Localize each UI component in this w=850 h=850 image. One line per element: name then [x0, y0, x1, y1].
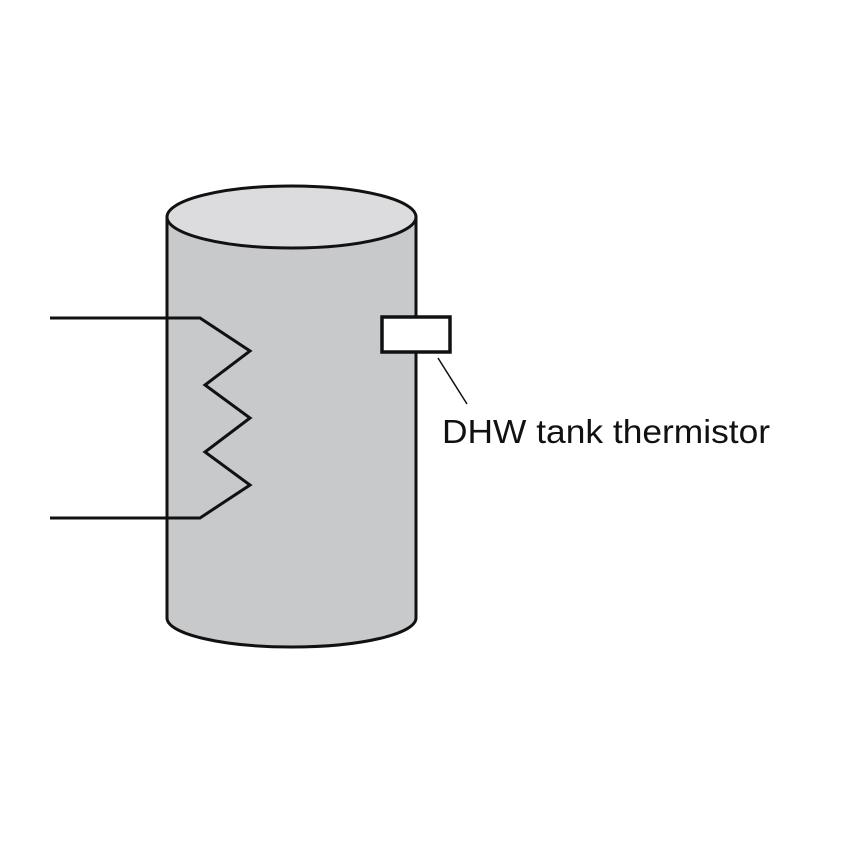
tank-top [165, 184, 418, 250]
tank-body [165, 215, 418, 649]
leader-line [437, 357, 468, 405]
heating-coil [50, 316, 253, 520]
thermistor-sensor [380, 315, 452, 354]
thermistor-label: DHW tank thermistor [442, 413, 770, 450]
